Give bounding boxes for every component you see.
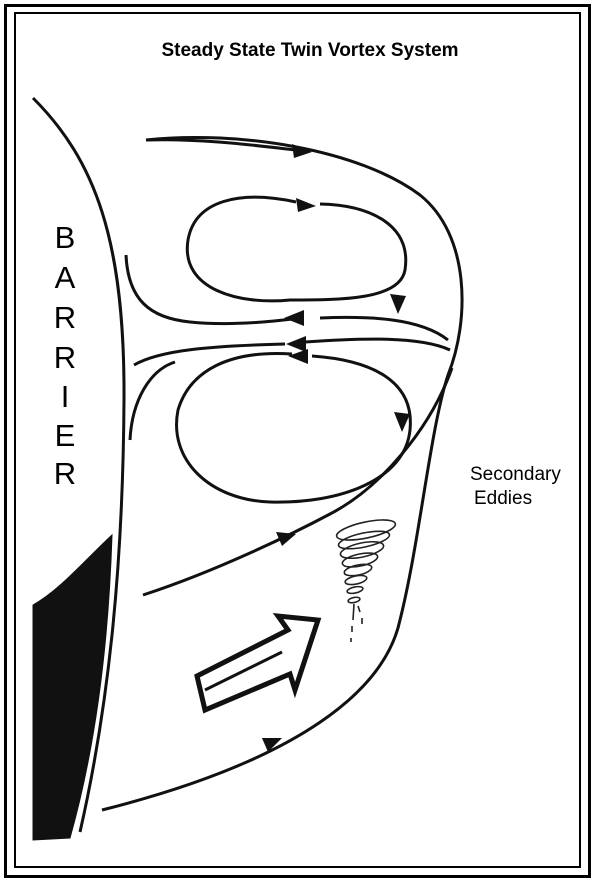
outer-flow-line bbox=[102, 137, 462, 810]
barrier-letter: B bbox=[55, 220, 76, 255]
top-flow-segment bbox=[146, 140, 296, 150]
arrow-right-icon bbox=[296, 198, 316, 212]
barrier-letter: I bbox=[61, 379, 70, 414]
arrow-right-icon bbox=[276, 532, 296, 546]
big-flow-arrow-icon bbox=[197, 616, 318, 710]
center-line-right bbox=[305, 339, 450, 350]
upper-return-connector bbox=[320, 317, 448, 340]
barrier-label: B A R R I E R bbox=[54, 220, 76, 491]
secondary-eddies-label-line1: Secondary bbox=[470, 464, 561, 485]
diagram-title: Steady State Twin Vortex System bbox=[161, 40, 458, 61]
arrow-left-icon bbox=[286, 336, 306, 352]
barrier-letter: E bbox=[55, 418, 76, 453]
secondary-eddies-label-line2: Eddies bbox=[474, 488, 532, 509]
arrow-right-icon bbox=[292, 144, 312, 158]
lower-left-wing bbox=[130, 362, 175, 440]
upper-vortex-loop bbox=[187, 197, 405, 301]
arrow-down-icon bbox=[394, 412, 410, 432]
arrow-left-icon bbox=[288, 349, 308, 364]
barrier-shadow bbox=[33, 535, 112, 840]
barrier-letter: R bbox=[54, 300, 76, 335]
barrier-letter: A bbox=[55, 260, 76, 295]
secondary-eddies-sketch bbox=[335, 516, 397, 642]
barrier-letter: R bbox=[54, 340, 76, 375]
arrow-left-icon bbox=[284, 310, 304, 326]
barrier-letter: R bbox=[54, 456, 76, 491]
lower-vortex-loop bbox=[177, 353, 411, 502]
arrow-down-icon bbox=[390, 294, 406, 314]
